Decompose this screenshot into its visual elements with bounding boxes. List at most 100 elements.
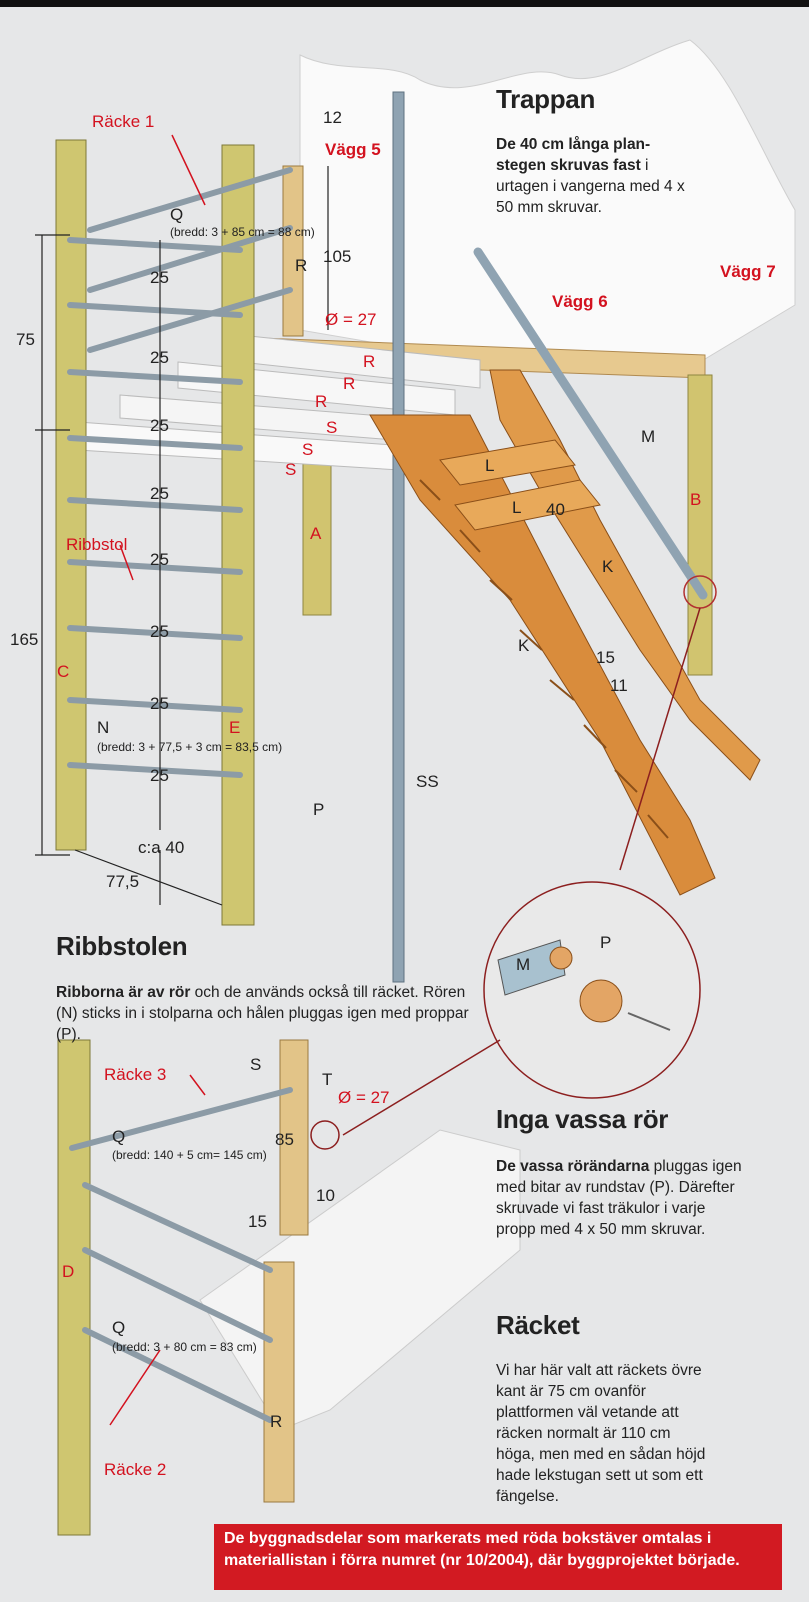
dim-25-8: 25 <box>150 766 169 785</box>
label-vagg-5: Vägg 5 <box>325 140 381 159</box>
post-a <box>302 454 332 616</box>
label-r-lower: R <box>270 1412 283 1431</box>
dim-12: 12 <box>323 108 342 127</box>
label-q-3-width: (bredd: 3 + 80 cm = 83 cm) <box>112 1340 257 1354</box>
label-s-3: S <box>285 460 297 479</box>
trappan-body-bold: De 40 cm långa plan-stegen skruvas fast <box>496 136 651 174</box>
label-l-1: L <box>485 456 495 475</box>
label-r-2: R <box>343 374 356 393</box>
trappan-body-rest: i urtagen i vangerna med 4 x 50 mm skruv… <box>496 157 685 216</box>
post-r-low <box>263 1261 295 1503</box>
dim-25-4: 25 <box>150 484 169 503</box>
label-s-2: S <box>302 440 314 459</box>
handrail-m <box>473 247 708 600</box>
post-d <box>57 1039 91 1536</box>
label-q-2: Q <box>112 1127 126 1146</box>
dim-10: 10 <box>316 1186 335 1205</box>
dim-77-5: 77,5 <box>106 872 140 891</box>
dim-85: 85 <box>275 1130 294 1149</box>
detail-leader-1 <box>619 607 701 871</box>
dim-25-1: 25 <box>150 268 169 287</box>
ribbstolen-body-rest: och de används också till räcket. Rören … <box>56 984 469 1043</box>
label-e: E <box>229 718 241 737</box>
lower-rails <box>69 1087 293 1423</box>
dim-25-5: 25 <box>150 550 169 569</box>
label-diameter-27-lower: Ø = 27 <box>338 1088 390 1107</box>
label-p-2: P <box>600 933 612 952</box>
dim-25-6: 25 <box>150 622 169 641</box>
label-k-2: K <box>518 636 530 655</box>
detail-circle-lower <box>310 1120 340 1150</box>
trappan-heading: Trappan <box>496 84 596 114</box>
label-d: D <box>62 1262 75 1281</box>
dim-15-stair: 15 <box>596 648 615 667</box>
label-ribbstol: Ribbstol <box>66 535 128 554</box>
label-racke-2: Räcke 2 <box>104 1460 167 1479</box>
ribbstolen-body: Ribborna är av rör och de används också … <box>56 982 471 1045</box>
dim-105: 105 <box>323 247 352 266</box>
label-l-2: L <box>512 498 522 517</box>
label-vagg-7: Vägg 7 <box>720 262 776 281</box>
detail-screw <box>627 1012 671 1031</box>
wall-5-board <box>282 165 304 337</box>
dim-40: 40 <box>546 500 565 519</box>
dim-25-3: 25 <box>150 416 169 435</box>
dim-ca-40: c:a 40 <box>138 838 185 857</box>
ribbstol-rungs <box>67 167 293 778</box>
staircase <box>369 369 761 896</box>
dimension-lines <box>35 166 329 906</box>
label-q-1: Q <box>170 205 184 224</box>
dim-25-7: 25 <box>150 694 169 713</box>
label-racke-1: Räcke 1 <box>92 112 155 131</box>
inga-vassa-body: De vassa rörändarna pluggas igen med bit… <box>496 1156 746 1240</box>
label-m-1: M <box>641 427 656 446</box>
post-b <box>687 374 713 676</box>
ribbstolen-body-bold: Ribborna är av rör <box>56 984 191 1001</box>
label-k-1: K <box>602 557 614 576</box>
post-c <box>55 139 87 851</box>
label-t: T <box>322 1070 333 1089</box>
racket-heading: Räcket <box>496 1310 580 1340</box>
footer-note: De byggnadsdelar som markerats med röda … <box>214 1524 782 1590</box>
wall-7-panel <box>299 39 796 363</box>
inga-vassa-body-bold: De vassa rörändarna <box>496 1158 650 1175</box>
dim-25-2: 25 <box>150 348 169 367</box>
post-e <box>221 144 255 926</box>
detail-leader-2 <box>342 1039 501 1136</box>
label-n: N <box>97 718 110 737</box>
dim-15-rail: 15 <box>248 1212 267 1231</box>
racket-body: Vi har här valt att räckets övre kant är… <box>496 1362 706 1505</box>
detail-wood-ball <box>579 979 623 1023</box>
label-vagg-6: Vägg 6 <box>552 292 608 311</box>
label-s-lower: S <box>250 1055 262 1074</box>
label-q-2-width: (bredd: 140 + 5 cm= 145 cm) <box>112 1148 267 1162</box>
label-r-1: R <box>363 352 376 371</box>
top-border <box>0 0 809 7</box>
label-n-width: (bredd: 3 + 77,5 + 3 cm = 83,5 cm) <box>97 740 283 754</box>
red-leaders <box>109 134 206 1426</box>
detail-plug <box>549 946 573 970</box>
dim-75: 75 <box>16 330 35 349</box>
post-t <box>279 1039 309 1236</box>
dim-165: 165 <box>10 630 39 649</box>
label-q-3: Q <box>112 1318 126 1337</box>
inga-vassa-heading: Inga vassa rör <box>496 1104 669 1134</box>
dim-11: 11 <box>610 676 628 695</box>
lower-deck <box>199 1129 521 1431</box>
ribbstolen-heading: Ribbstolen <box>56 931 188 961</box>
inga-vassa-body-rest: pluggas igen med bitar av rundstav (P). … <box>496 1158 742 1238</box>
label-r-post: R <box>295 256 308 275</box>
label-diameter-27-top: Ø = 27 <box>325 310 377 329</box>
label-a: A <box>310 524 322 543</box>
label-r-3: R <box>315 392 328 411</box>
label-m-2: M <box>516 955 531 974</box>
label-s-1: S <box>326 418 338 437</box>
label-p-1: P <box>313 800 325 819</box>
label-q-1-width: (bredd: 3 + 85 cm = 88 cm) <box>170 225 315 239</box>
label-c: C <box>57 662 70 681</box>
pipe-ss <box>392 91 405 983</box>
detail-pipe-end <box>497 939 566 996</box>
label-racke-3: Räcke 3 <box>104 1065 167 1084</box>
